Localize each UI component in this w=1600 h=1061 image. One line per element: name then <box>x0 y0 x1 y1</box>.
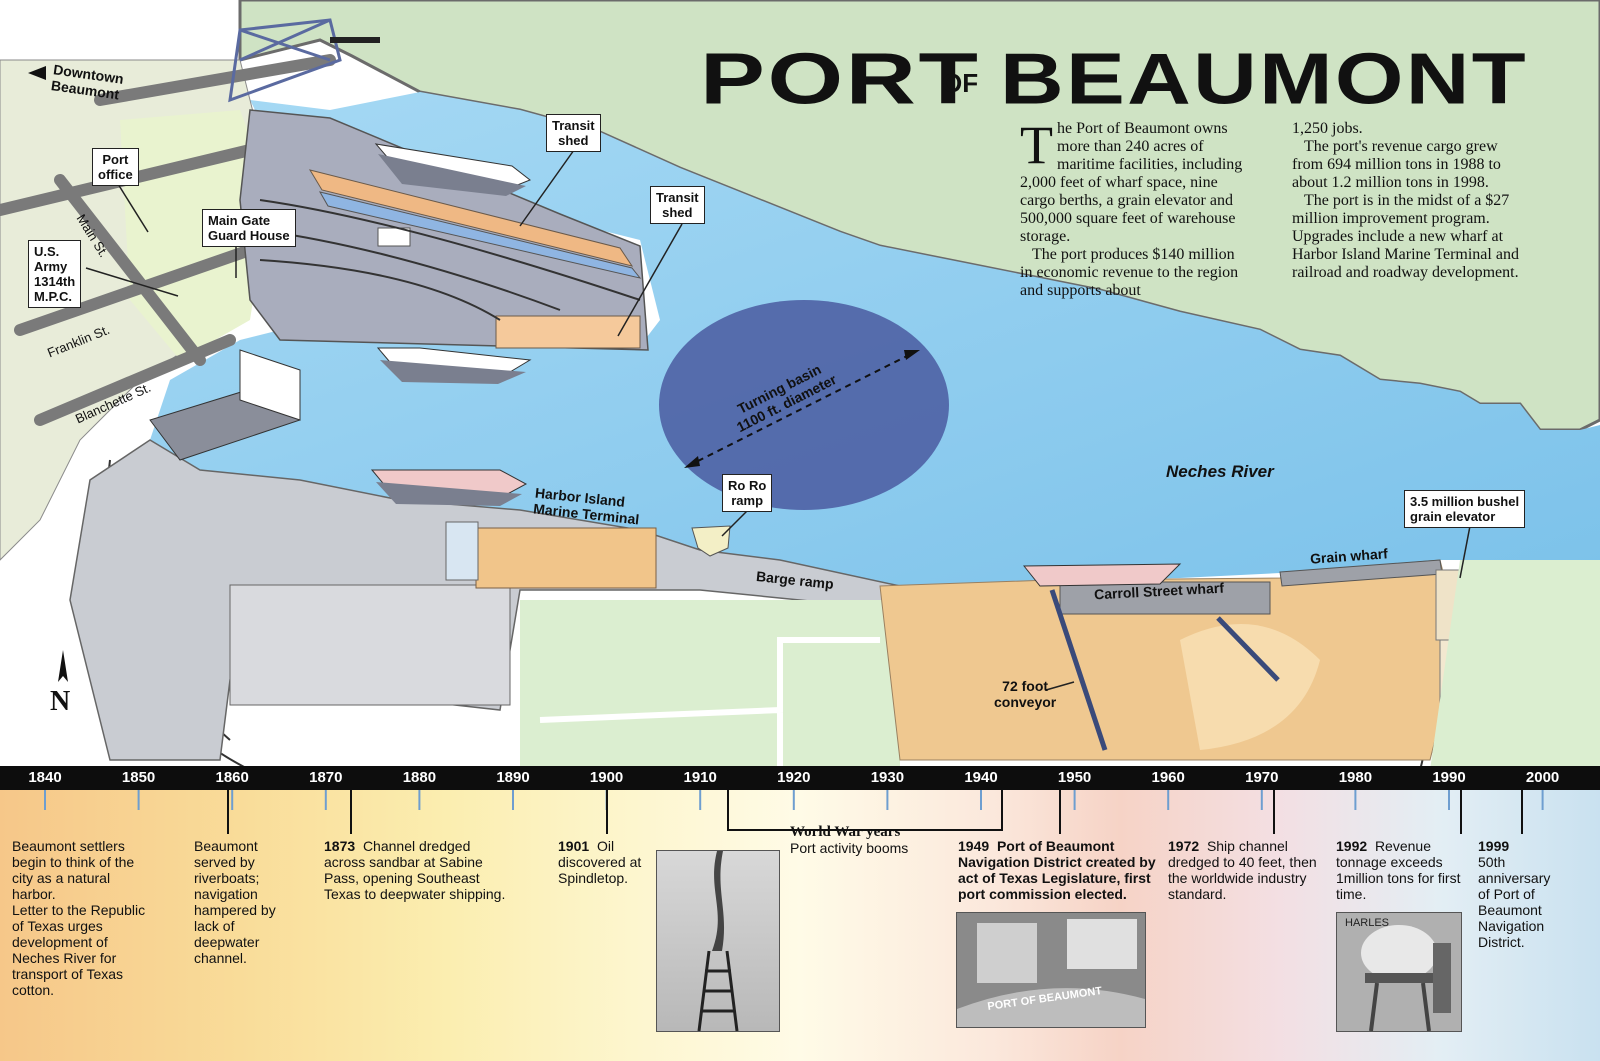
conveyors <box>1049 589 1280 751</box>
photo-1949-port: PORT OF BEAUMONT <box>956 912 1146 1028</box>
title-of: OF <box>942 68 979 98</box>
callout-port-office: Port office <box>92 148 139 186</box>
event-1999-text: 50th anniversary of Port of Beaumont Nav… <box>1478 854 1551 950</box>
south-field <box>520 600 900 770</box>
harbor-island-warehouse <box>475 527 657 589</box>
event-1972: 1972 Ship channel dredged to 40 feet, th… <box>1168 838 1328 902</box>
year-1870: 1870 <box>309 769 343 786</box>
timeline-bar <box>0 766 1600 790</box>
year-1850: 1850 <box>121 769 156 786</box>
event-1860: Beaumont served by riverboats; navigatio… <box>194 838 276 966</box>
photo-1992-cotton: HARLES <box>1336 912 1462 1032</box>
page-title: PORT OF BEAUMONT <box>700 38 1560 120</box>
barges-west <box>149 349 301 461</box>
callout-leaders <box>85 149 1471 691</box>
year-1950: 1950 <box>1057 769 1092 786</box>
event-1901-year: 1901 <box>558 838 590 854</box>
field-paths <box>539 637 880 770</box>
east-land <box>1430 560 1600 770</box>
event-1873: 1873 Channel dredged across sandbar at S… <box>324 838 514 902</box>
year-1920: 1920 <box>777 769 811 786</box>
year-1860: 1860 <box>215 769 249 786</box>
transit-shed-1 <box>308 169 634 267</box>
callout-transit-shed-1: Transit shed <box>546 114 601 152</box>
timeline-connectors <box>227 790 1523 834</box>
timeline-background <box>0 790 1600 1061</box>
ship-middle <box>376 347 532 384</box>
port-map <box>0 0 1600 770</box>
title-beaumont: BEAUMONT <box>1000 38 1528 120</box>
intro-p1: he Port of Beaumont owns more than 240 a… <box>1020 120 1243 245</box>
event-1840: Beaumont settlers begin to think of the … <box>12 838 146 998</box>
event-1992: 1992 Revenue tonnage exceeds 1million to… <box>1336 838 1466 902</box>
ship-carroll <box>1022 563 1182 587</box>
transit-shed-1-roof <box>318 191 642 279</box>
event-world-war-text: Port activity booms <box>790 840 909 856</box>
year-1990: 1990 <box>1432 769 1466 786</box>
event-1992-text: Revenue tonnage exceeds 1million tons fo… <box>1336 838 1461 902</box>
year-1910: 1910 <box>683 769 717 786</box>
event-1949: 1949 Port of Beaumont Navigation Distric… <box>958 838 1158 902</box>
event-1873-text: Channel dredged across sandbar at Sabine… <box>324 838 506 902</box>
callout-roro-ramp: Ro Ro ramp <box>722 474 773 512</box>
year-1880: 1880 <box>402 769 437 786</box>
callout-main-gate: Main Gate Guard House <box>202 209 296 247</box>
downtown-arrow-icon <box>28 66 46 80</box>
event-1972-year: 1972 <box>1168 838 1200 854</box>
event-1949-text: Port of Beaumont Navigation District cre… <box>958 838 1156 902</box>
terminal-lot <box>229 584 511 706</box>
ship-north <box>374 143 531 196</box>
event-world-war-title: World War years <box>790 824 901 840</box>
year-1900: 1900 <box>589 769 624 786</box>
transit-shed-2 <box>495 315 641 349</box>
event-1949-year: 1949 <box>958 838 990 854</box>
roro-ramp <box>691 525 731 557</box>
intro-p4: The port's revenue cargo grew from 694 m… <box>1292 138 1501 191</box>
river-label: Neches River <box>1166 462 1274 481</box>
year-1940: 1940 <box>964 769 998 786</box>
event-1992-year: 1992 <box>1336 838 1368 854</box>
carroll-highlight <box>1180 624 1320 750</box>
north-label: N <box>50 686 71 717</box>
year-1840: 1840 <box>28 769 62 786</box>
event-1972-text: Ship channel dredged to 40 feet, then th… <box>1168 838 1317 902</box>
basin-diameter-arrow <box>687 351 916 467</box>
intro-p5: The port is in the midst of a $27 millio… <box>1292 192 1519 281</box>
year-1970: 1970 <box>1245 769 1279 786</box>
photo-spindletop <box>656 850 780 1032</box>
intro-column-2: 1,250 jobs. The port's revenue cargo gre… <box>1292 120 1532 282</box>
callout-army: U.S. Army 1314th M.P.C. <box>28 240 82 308</box>
year-2000: 2000 <box>1525 769 1560 786</box>
event-1901: 1901 Oil discovered at Spindletop. <box>558 838 658 886</box>
title-port: PORT <box>700 38 981 120</box>
conveyor-label: 72 foot conveyor <box>994 678 1057 710</box>
year-1930: 1930 <box>870 769 905 786</box>
north-arrow <box>58 650 68 682</box>
event-1999-year: 1999 <box>1478 838 1510 854</box>
event-1901-text: Oil discovered at Spindletop. <box>558 838 642 886</box>
intro-p2: The port produces $140 million in econom… <box>1020 246 1239 299</box>
ship-pink <box>370 469 528 506</box>
year-1960: 1960 <box>1151 769 1185 786</box>
harbor-island-warehouse-end <box>445 521 479 581</box>
year-1890: 1890 <box>496 769 530 786</box>
carroll-street-wharf <box>1059 581 1271 615</box>
dropcap: T <box>1020 115 1053 175</box>
photo-1992-caption: HARLES <box>1345 917 1390 929</box>
callout-grain-elevator: 3.5 million bushel grain elevator <box>1404 490 1526 528</box>
callout-transit-shed-2: Transit shed <box>650 186 705 224</box>
intro-p3: 1,250 jobs. <box>1292 120 1363 137</box>
event-1873-year: 1873 <box>324 838 356 854</box>
year-1980: 1980 <box>1338 769 1373 786</box>
bridge <box>228 18 380 103</box>
turning-basin <box>659 300 949 510</box>
